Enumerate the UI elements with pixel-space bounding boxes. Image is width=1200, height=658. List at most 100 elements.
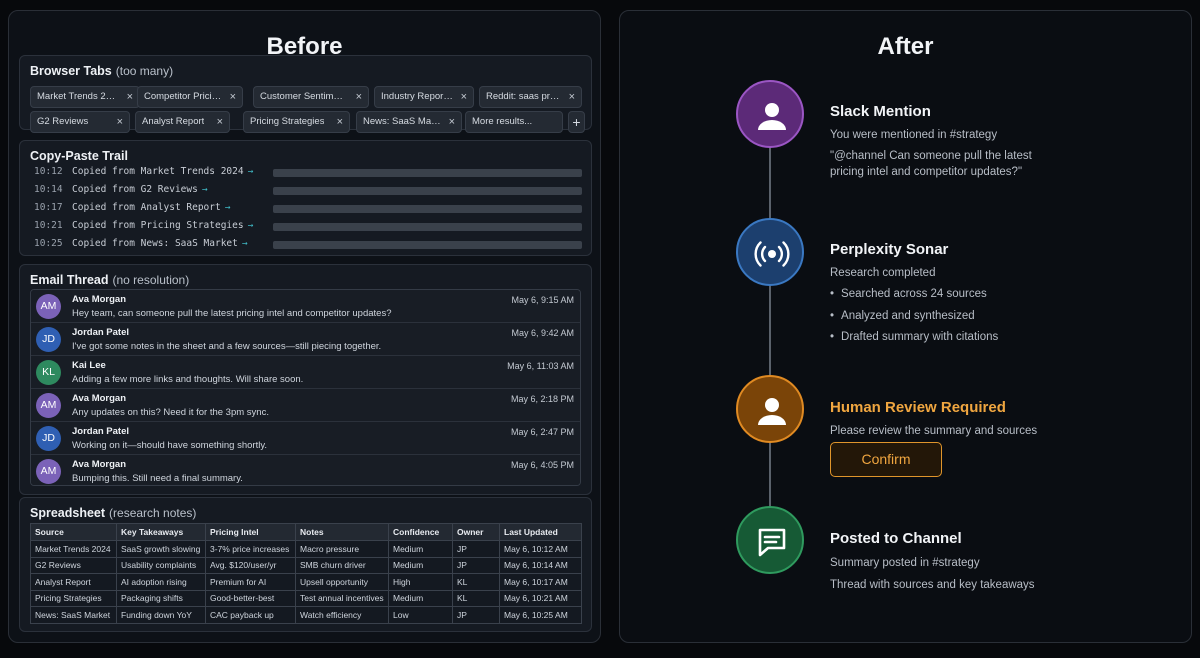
sender-name: Ava Morgan (72, 294, 127, 305)
table-cell[interactable]: Analyst Report (30, 573, 117, 591)
table-cell[interactable]: AI adoption rising (116, 573, 206, 591)
table-cell[interactable]: Packaging shifts (116, 589, 206, 607)
trail-text: Copied from News: SaaS Market (72, 238, 238, 249)
avatar: AM (36, 459, 61, 484)
browser-tab-industry-report-q1[interactable]: Industry Report Q1 × (374, 86, 474, 108)
browser-tab-reddit-saas-pricing[interactable]: Reddit: saas pricing× (479, 86, 582, 108)
email-thread-title: Email Thread (30, 273, 109, 287)
table-cell[interactable]: Market Trends 2024 (30, 540, 117, 558)
close-icon[interactable]: × (229, 91, 236, 103)
table-cell[interactable]: Avg. $120/user/yr (205, 556, 296, 574)
close-icon[interactable]: × (448, 116, 455, 128)
sender-name: Ava Morgan (72, 393, 127, 404)
browser-tab-competitor-pricing[interactable]: Competitor Pricing × (137, 86, 243, 108)
browser-tab-more-results[interactable]: More results... (465, 111, 563, 133)
broadcast-icon (754, 241, 790, 267)
trail-text: Copied from Analyst Report (72, 202, 221, 213)
trail-time: 10:14 (34, 184, 63, 195)
table-cell[interactable]: News: SaaS Market (30, 606, 117, 624)
browser-tab-market-trends-2024[interactable]: Market Trends 2024× (30, 86, 140, 108)
table-cell[interactable]: Medium (388, 556, 453, 574)
avatar: AM (36, 294, 61, 319)
column-header-pricing-intel: Pricing Intel (205, 523, 296, 541)
confirm-button[interactable]: Confirm (830, 442, 942, 477)
after-panel: After Slack Mention You were mentioned i… (619, 10, 1192, 643)
table-cell[interactable]: KL (452, 573, 500, 591)
browser-tab-analyst-report[interactable]: Analyst Report × (135, 111, 230, 133)
table-cell[interactable]: Low (388, 606, 453, 624)
table-cell[interactable]: JP (452, 540, 500, 558)
table-cell[interactable]: Test annual incentives (295, 589, 389, 607)
table-cell[interactable]: Medium (388, 540, 453, 558)
close-icon[interactable]: × (568, 91, 575, 103)
table-cell[interactable]: CAC payback up (205, 606, 296, 624)
close-icon[interactable]: × (216, 116, 223, 128)
table-cell[interactable]: Watch efficiency (295, 606, 389, 624)
table-cell[interactable]: High (388, 573, 453, 591)
close-icon[interactable]: × (460, 91, 467, 103)
table-cell[interactable]: Pricing Strategies (30, 589, 117, 607)
posted-to-channel-text-1: Summary posted in #strategy (830, 557, 980, 569)
table-cell[interactable]: Funding down YoY (116, 606, 206, 624)
table-cell[interactable]: Medium (388, 589, 453, 607)
tab-label: Analyst Report (142, 116, 205, 127)
table-cell[interactable]: SMB churn driver (295, 556, 389, 574)
slack-mention-text: You were mentioned in #strategy (830, 129, 998, 141)
table-cell[interactable]: Usability complaints (116, 556, 206, 574)
before-panel: Before Browser Tabs(too many) Market Tre… (8, 10, 601, 643)
after-title: After (877, 33, 934, 60)
browser-tab-pricing-strategies[interactable]: Pricing Strategies × (243, 111, 350, 133)
close-icon[interactable]: × (336, 116, 343, 128)
message-text: Hey team, can someone pull the latest pr… (72, 308, 392, 319)
table-cell[interactable]: May 6, 10:14 AM (499, 556, 582, 574)
table-cell[interactable]: Good-better-best (205, 589, 296, 607)
table-cell[interactable]: Premium for AI (205, 573, 296, 591)
table-cell[interactable]: JP (452, 556, 500, 574)
posted-to-channel-text-2: Thread with sources and key takeaways (830, 579, 1035, 591)
copy-paste-trail-title: Copy-Paste Trail (30, 149, 128, 163)
table-cell[interactable]: JP (452, 606, 500, 624)
new-tab-button[interactable]: + (568, 111, 585, 133)
table-cell[interactable]: Upsell opportunity (295, 573, 389, 591)
table-cell[interactable]: 3-7% price increases (205, 540, 296, 558)
close-icon[interactable]: × (355, 91, 362, 103)
table-cell[interactable]: G2 Reviews (30, 556, 117, 574)
sender-name: Ava Morgan (72, 459, 127, 470)
human-review-node (736, 375, 804, 443)
table-cell[interactable]: SaaS growth slowing (116, 540, 206, 558)
browser-tab-customer-sentiment-r[interactable]: Customer Sentiment R...× (253, 86, 369, 108)
perplexity-sonar-status: Research completed (830, 267, 936, 279)
table-cell[interactable]: KL (452, 589, 500, 607)
human-review-title: Human Review Required (830, 399, 1006, 416)
slack-mention-quote-line-2: pricing intel and competitor updates?" (830, 166, 1023, 178)
redacted-content-bar (273, 223, 582, 231)
close-icon[interactable]: × (126, 91, 133, 103)
trail-time: 10:21 (34, 220, 63, 231)
tab-label: Pricing Strategies (250, 116, 325, 127)
browser-tab-news-saas-market[interactable]: News: SaaS Market× (356, 111, 462, 133)
perplexity-sonar-node (736, 218, 804, 286)
table-cell[interactable]: May 6, 10:17 AM (499, 573, 582, 591)
posted-to-channel-node (736, 506, 804, 574)
tab-label: Industry Report Q1 (381, 91, 453, 102)
table-cell[interactable]: Macro pressure (295, 540, 389, 558)
tab-label: More results... (472, 116, 533, 127)
table-cell[interactable]: May 6, 10:25 AM (499, 606, 582, 624)
browser-tab-g2-reviews[interactable]: G2 Reviews× (30, 111, 130, 133)
table-cell[interactable]: May 6, 10:21 AM (499, 589, 582, 607)
tab-label: Competitor Pricing (144, 91, 222, 102)
table-cell[interactable]: May 6, 10:12 AM (499, 540, 582, 558)
close-icon[interactable]: × (116, 116, 123, 128)
